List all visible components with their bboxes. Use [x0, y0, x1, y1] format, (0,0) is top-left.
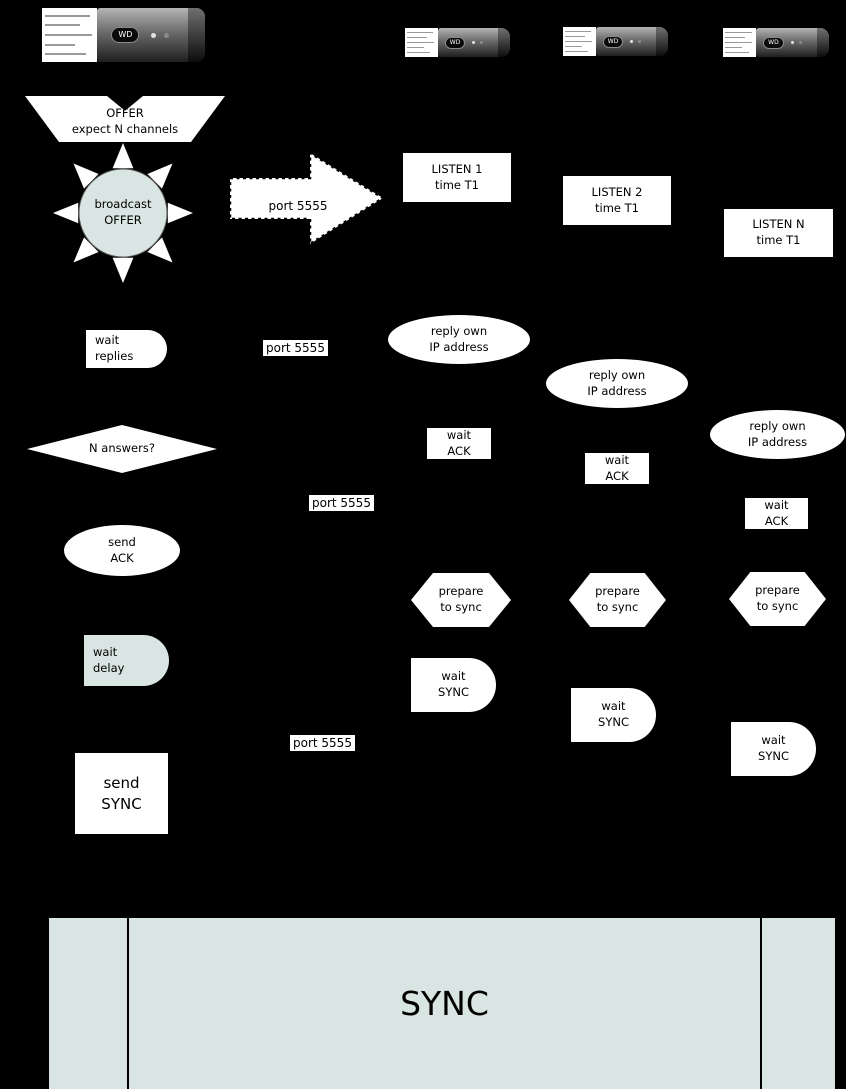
sync-bar-label: SYNC [400, 984, 489, 1023]
listen-box-1: LISTEN 1 time T1 [403, 153, 511, 202]
wait-replies-node: wait replies [86, 330, 167, 368]
device-label-sticker [405, 28, 438, 57]
device-led-icon [638, 40, 642, 43]
device-label-sticker [42, 8, 98, 62]
wait-sync-node-1: wait SYNC [411, 658, 496, 712]
device-led-icon [790, 41, 794, 44]
port-label-3: port 5555 [290, 735, 355, 751]
device-led-icon [151, 32, 157, 38]
wd-device-client-1: WD [405, 28, 510, 57]
sync-bar-divider [760, 918, 762, 1089]
wd-logo: WD [444, 36, 466, 49]
wait-ack-node-2: wait ACK [585, 453, 649, 484]
device-label-sticker [563, 27, 596, 56]
prepare-sync-node-n: prepare to sync [729, 572, 826, 626]
wait-sync-node-2: wait SYNC [571, 688, 656, 742]
wd-device-client-n: WD [723, 28, 829, 57]
broadcast-offer-line1: broadcast [94, 197, 152, 212]
sync-bar-divider [127, 918, 129, 1089]
device-end-cap [187, 8, 205, 62]
device-led-icon [480, 41, 484, 44]
reply-ip-node-2: reply own IP address [546, 359, 688, 408]
n-answers-decision: N answers? [27, 425, 217, 473]
broadcast-offer-node: broadcast OFFER [48, 138, 198, 288]
reply-ip-node-n: reply own IP address [710, 410, 845, 459]
device-led-icon [472, 41, 476, 44]
listen-box-n: LISTEN N time T1 [724, 209, 833, 257]
wait-sync-node-n: wait SYNC [731, 722, 816, 776]
device-led-icon [164, 32, 170, 38]
broadcast-burst-icon [53, 143, 193, 283]
device-body: WD [595, 27, 668, 56]
device-body: WD [97, 8, 205, 62]
offer-banner-line2: expect N channels [71, 121, 179, 136]
device-end-cap [656, 27, 668, 56]
reply-ip-node-1: reply own IP address [388, 315, 530, 364]
wd-logo: WD [602, 35, 624, 48]
wait-delay-node: wait delay [84, 635, 169, 686]
device-led-icon [798, 41, 802, 44]
offer-banner: OFFER expect N channels [25, 96, 225, 142]
device-label-sticker [723, 28, 756, 57]
wait-ack-node-n: wait ACK [745, 498, 808, 529]
wd-logo: WD [763, 36, 784, 49]
prepare-sync-node-2: prepare to sync [569, 573, 666, 627]
device-end-cap [498, 28, 510, 57]
device-end-cap [817, 28, 829, 57]
device-body: WD [755, 28, 829, 57]
sync-timeline-bar: SYNC [49, 918, 835, 1089]
prepare-sync-node-1: prepare to sync [411, 573, 511, 627]
wd-device-client-2: WD [563, 27, 668, 56]
listen-box-2: LISTEN 2 time T1 [563, 176, 671, 225]
device-body: WD [437, 28, 510, 57]
offer-banner-line1: OFFER [106, 105, 144, 120]
broadcast-offer-line2: OFFER [104, 213, 142, 227]
wd-logo: WD [111, 27, 140, 43]
broadcast-arrow-label: port 5555 [268, 198, 328, 213]
wait-ack-node-1: wait ACK [427, 428, 491, 459]
send-ack-node: send ACK [64, 525, 180, 576]
wd-device-server: WD [42, 8, 205, 62]
send-sync-node: send SYNC [75, 753, 168, 834]
broadcast-arrow-icon [228, 150, 386, 247]
port-label-1: port 5555 [263, 340, 328, 356]
port-label-2: port 5555 [309, 495, 374, 511]
device-led-icon [630, 40, 634, 43]
